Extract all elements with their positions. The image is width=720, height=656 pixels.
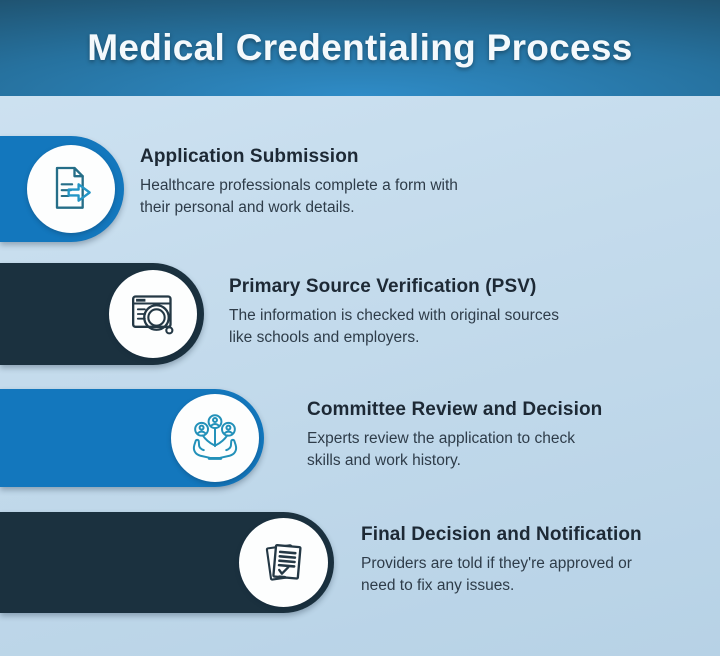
step-icon-circle-3 <box>171 394 259 482</box>
documents-check-icon <box>265 543 302 581</box>
step-4-title: Final Decision and Notification <box>361 524 642 545</box>
step-icon-circle-1 <box>27 145 115 233</box>
header-banner: Medical Credentialing Process <box>0 0 720 96</box>
committee-hands-icon <box>192 414 238 460</box>
step-icon-circle-2 <box>109 270 197 358</box>
step-1-text: Application Submission Healthcare profes… <box>140 146 485 219</box>
step-1-title: Application Submission <box>140 146 359 167</box>
step-3-description: Experts review the application to check … <box>307 429 575 469</box>
document-arrow-icon <box>55 166 91 209</box>
step-2-text: Primary Source Verification (PSV) The in… <box>229 276 569 349</box>
step-icon-circle-4 <box>239 518 328 607</box>
step-1-description: Healthcare professionals complete a form… <box>140 176 458 216</box>
page-title: Medical Credentialing Process <box>87 27 633 68</box>
browser-search-icon <box>132 295 174 335</box>
step-3-title: Committee Review and Decision <box>307 399 603 420</box>
step-4-text: Final Decision and Notification Provider… <box>361 524 649 597</box>
step-4-description: Providers are told if they're approved o… <box>361 554 632 594</box>
step-3-text: Committee Review and Decision Experts re… <box>307 399 602 472</box>
step-2-description: The information is checked with original… <box>229 306 559 346</box>
step-2-title: Primary Source Verification (PSV) <box>229 276 537 297</box>
